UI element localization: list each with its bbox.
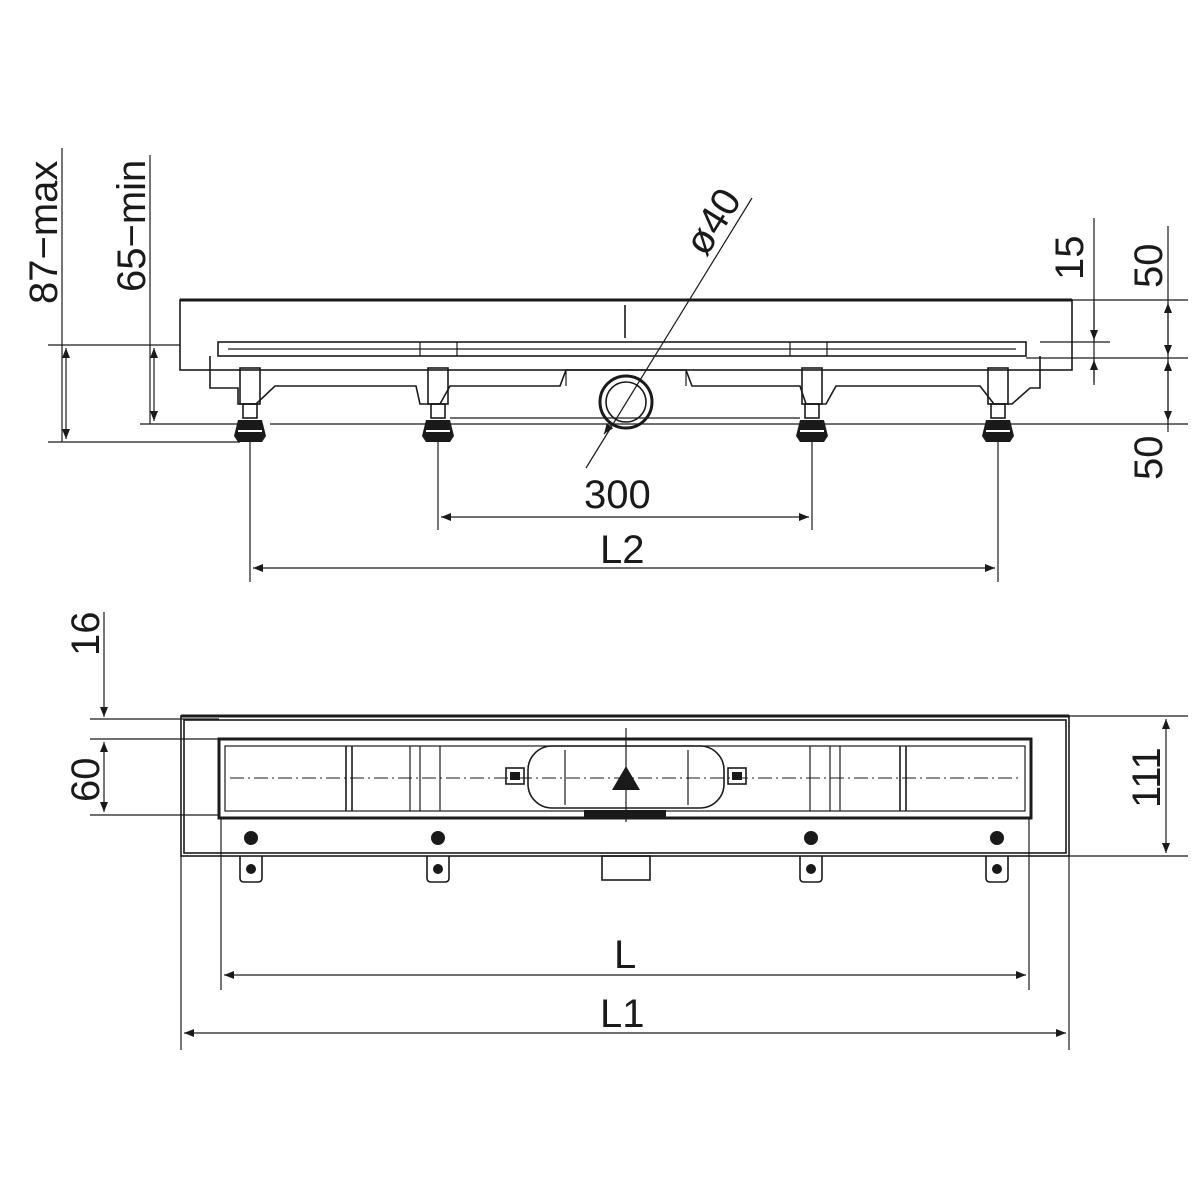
outlet-circle-inner <box>605 381 647 423</box>
dim-diameter-40: ø40 <box>676 181 750 263</box>
dim-87-max: 87−max <box>22 161 66 304</box>
side-channel-rail <box>217 341 1027 357</box>
top-foot-3 <box>799 831 823 883</box>
dim-65-min: 65−min <box>110 160 154 292</box>
dim-300: 300 <box>584 473 651 517</box>
side-channel-body <box>209 356 1041 405</box>
side-view: 87−max 65−min ø40 15 50 50 300 L2 <box>22 148 1188 582</box>
dim-111: 111 <box>1125 747 1169 808</box>
dim-60: 60 <box>64 758 108 803</box>
side-grate-plate <box>179 299 1073 371</box>
top-foot-1 <box>239 831 263 883</box>
adjustable-foot-2 <box>422 367 454 442</box>
dim-50-bottom: 50 <box>1127 436 1171 481</box>
dim-L: L <box>614 933 636 977</box>
adjustable-foot-1 <box>234 367 266 442</box>
dim-L2: L2 <box>600 528 645 572</box>
dim-L1: L1 <box>600 992 645 1036</box>
dim-16: 16 <box>64 612 108 657</box>
top-view: 16 60 111 L L1 <box>64 612 1188 1050</box>
adjustable-foot-3 <box>796 367 828 442</box>
top-channel <box>217 737 1033 820</box>
dim-15: 15 <box>1048 236 1092 281</box>
top-foot-4 <box>985 831 1009 883</box>
outlet-symbol-icon <box>612 766 640 790</box>
adjustable-foot-4 <box>982 367 1014 442</box>
top-foot-2 <box>426 831 450 883</box>
dim-50-top: 50 <box>1127 244 1171 289</box>
top-outlet-stub <box>601 855 651 881</box>
outlet-circle-outer <box>598 374 654 430</box>
